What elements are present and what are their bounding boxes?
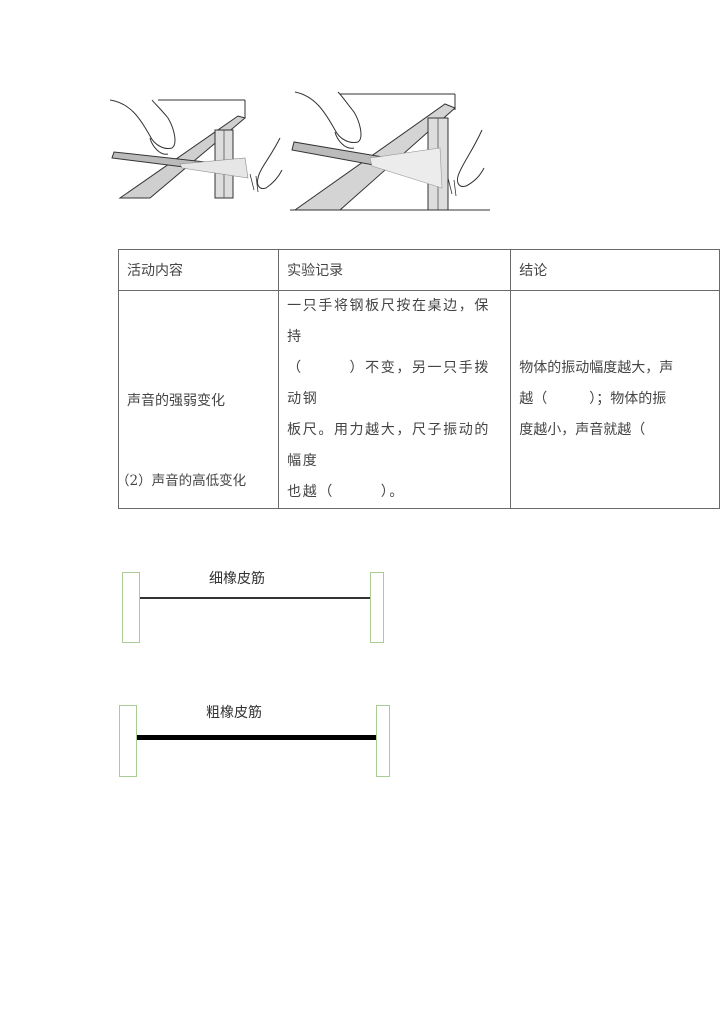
thick-band-label: 粗橡皮筋 <box>206 705 262 721</box>
ruler-experiment-figure-1 <box>109 98 290 200</box>
ruler-hand-table-illustration-icon <box>109 99 283 199</box>
header-activity: 活动内容 <box>117 249 280 291</box>
experiment-table: 活动内容 实验记录 结论 声音的强弱变化 一只手将钢板尺按在桌边，保持 （ ）不… <box>117 249 720 509</box>
conclusion-line: 物体的振动幅度越大，声 <box>519 360 674 376</box>
record-line: 一只手将钢板尺按在桌边，保持 <box>287 298 490 345</box>
header-record: 实验记录 <box>278 249 512 291</box>
table-row: 声音的强弱变化 一只手将钢板尺按在桌边，保持 （ ）不变，另一只手拨动钢 板尺。… <box>117 290 720 509</box>
right-post <box>376 705 390 777</box>
left-post <box>122 572 140 643</box>
record-line: 也越（ ）。 <box>287 484 405 500</box>
record-line: （ ）不变，另一只手拨动钢 <box>287 360 490 407</box>
ruler-hand-table-illustration-icon <box>290 91 490 211</box>
cell-activity: 声音的强弱变化 <box>117 290 280 509</box>
cell-record: 一只手将钢板尺按在桌边，保持 （ ）不变，另一只手拨动钢 板尺。用力越大，尺子振… <box>278 290 512 509</box>
record-line: 板尺。用力越大，尺子振动的幅度 <box>287 422 490 469</box>
thin-rubber-band <box>140 597 370 599</box>
cell-conclusion: 物体的振动幅度越大，声 越（ ）；物体的振 度越小，声音就越（ <box>510 290 720 509</box>
table-header-row: 活动内容 实验记录 结论 <box>117 249 720 291</box>
header-conclusion: 结论 <box>510 249 720 291</box>
conclusion-line: 越（ ）；物体的振 <box>519 391 667 407</box>
section-heading: （2）声音的高低变化 <box>116 473 247 489</box>
thin-band-label: 细橡皮筋 <box>209 571 265 587</box>
left-post <box>119 705 137 777</box>
ruler-experiment-figure-2 <box>290 88 495 212</box>
right-post <box>370 572 384 643</box>
conclusion-line: 度越小，声音就越（ <box>519 422 646 438</box>
thick-rubber-band <box>137 735 376 740</box>
